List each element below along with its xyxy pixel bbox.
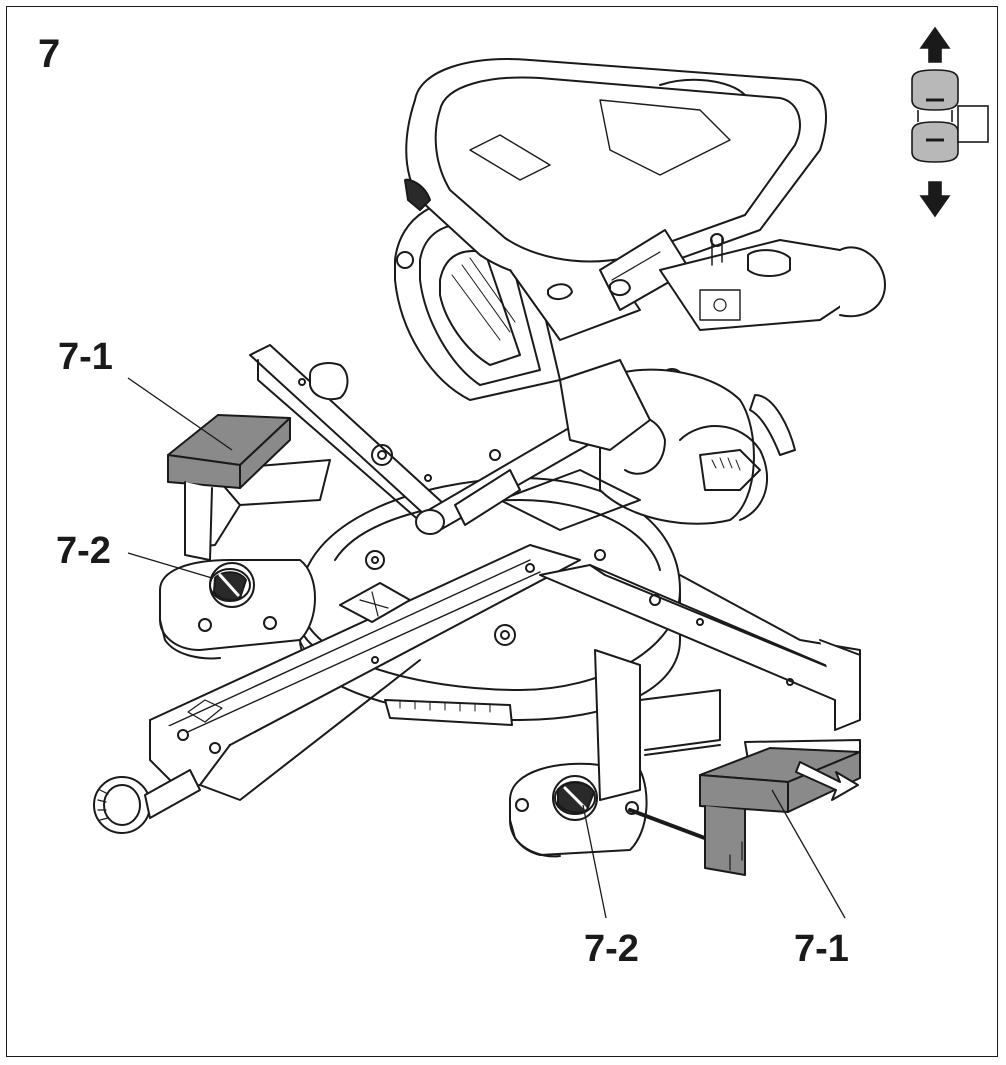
left-lock-knob: [209, 568, 251, 602]
figure-number: 7: [38, 32, 61, 76]
left-base-foot: [159, 559, 316, 660]
right-fence-arm: [539, 564, 861, 761]
rear-control-panel: [659, 233, 886, 331]
leader-7-2-bottom: [582, 804, 607, 919]
front-adjust-knob: [93, 769, 201, 834]
left-extension-slider: [167, 414, 291, 561]
right-lock-knob: [554, 781, 596, 815]
front-miter-scale: [384, 699, 513, 726]
front-extension-table: [149, 544, 581, 801]
callout-7-2-left: 7-2: [56, 530, 111, 572]
leader-7-1-bottom: [771, 789, 846, 919]
callout-7-1-bottom: 7-1: [794, 928, 849, 970]
leader-7-2-left: [127, 552, 213, 579]
callout-leaders: [127, 377, 846, 919]
saw-head-handle: [404, 58, 827, 341]
callout-7-1-left: 7-1: [58, 336, 113, 378]
right-extension-slider: [699, 747, 861, 876]
upper-rail-left: [249, 344, 446, 531]
callout-7-2-bottom: 7-2: [584, 928, 639, 970]
figure-frame: [6, 6, 998, 1057]
right-support-leg: [594, 649, 721, 842]
up-down-arrow-slide-icon: [911, 26, 989, 218]
pull-out-arrow: [795, 761, 859, 801]
leader-7-1-left: [127, 377, 233, 451]
bevel-hub: [454, 359, 651, 561]
